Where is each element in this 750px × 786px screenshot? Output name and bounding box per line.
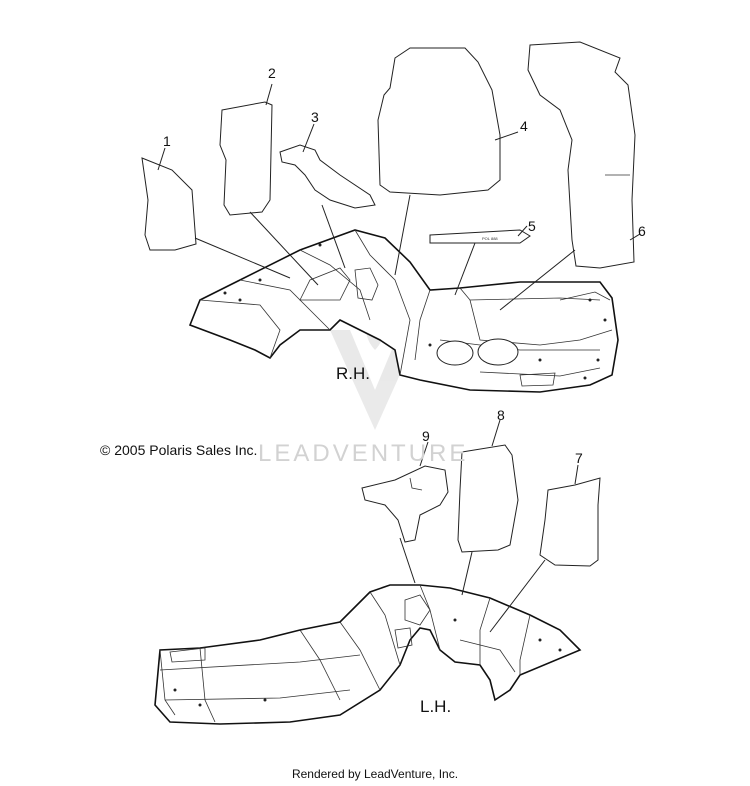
callout-8: 8 <box>497 407 505 423</box>
pad-4 <box>377 47 501 196</box>
pad-5 <box>429 229 531 244</box>
rh-label: R.H. <box>336 364 370 383</box>
lh-pads <box>361 444 601 567</box>
callout-4: 4 <box>520 118 528 134</box>
pad-2 <box>219 101 273 216</box>
lh-label: L.H. <box>420 697 452 716</box>
footer-credit: Rendered by LeadVenture, Inc. <box>291 767 459 781</box>
lh-assembly <box>154 584 582 725</box>
pad-1 <box>141 157 197 251</box>
pad-7 <box>539 477 601 567</box>
rh-leaders <box>157 83 641 311</box>
pad-6 <box>527 41 636 269</box>
pad-8 <box>457 444 519 553</box>
pad-9 <box>361 465 449 543</box>
rh-pads: POL 888 <box>141 41 636 269</box>
rh-body <box>188 229 619 393</box>
copyright-notice: © 2005 Polaris Sales Inc. <box>100 442 258 458</box>
callout-7: 7 <box>575 450 583 466</box>
watermark-text: LEADVENTURE <box>258 440 469 467</box>
callout-9: 9 <box>422 428 430 444</box>
rh-assembly <box>188 229 619 393</box>
callout-3: 3 <box>311 109 319 125</box>
svg-text:POL 888: POL 888 <box>482 236 498 241</box>
lh-body <box>154 584 582 725</box>
callout-6: 6 <box>638 223 646 239</box>
callout-1: 1 <box>163 133 171 149</box>
pad-3 <box>279 144 376 209</box>
callout-2: 2 <box>268 65 276 81</box>
callout-5: 5 <box>528 218 536 234</box>
lh-leaders <box>399 419 579 633</box>
